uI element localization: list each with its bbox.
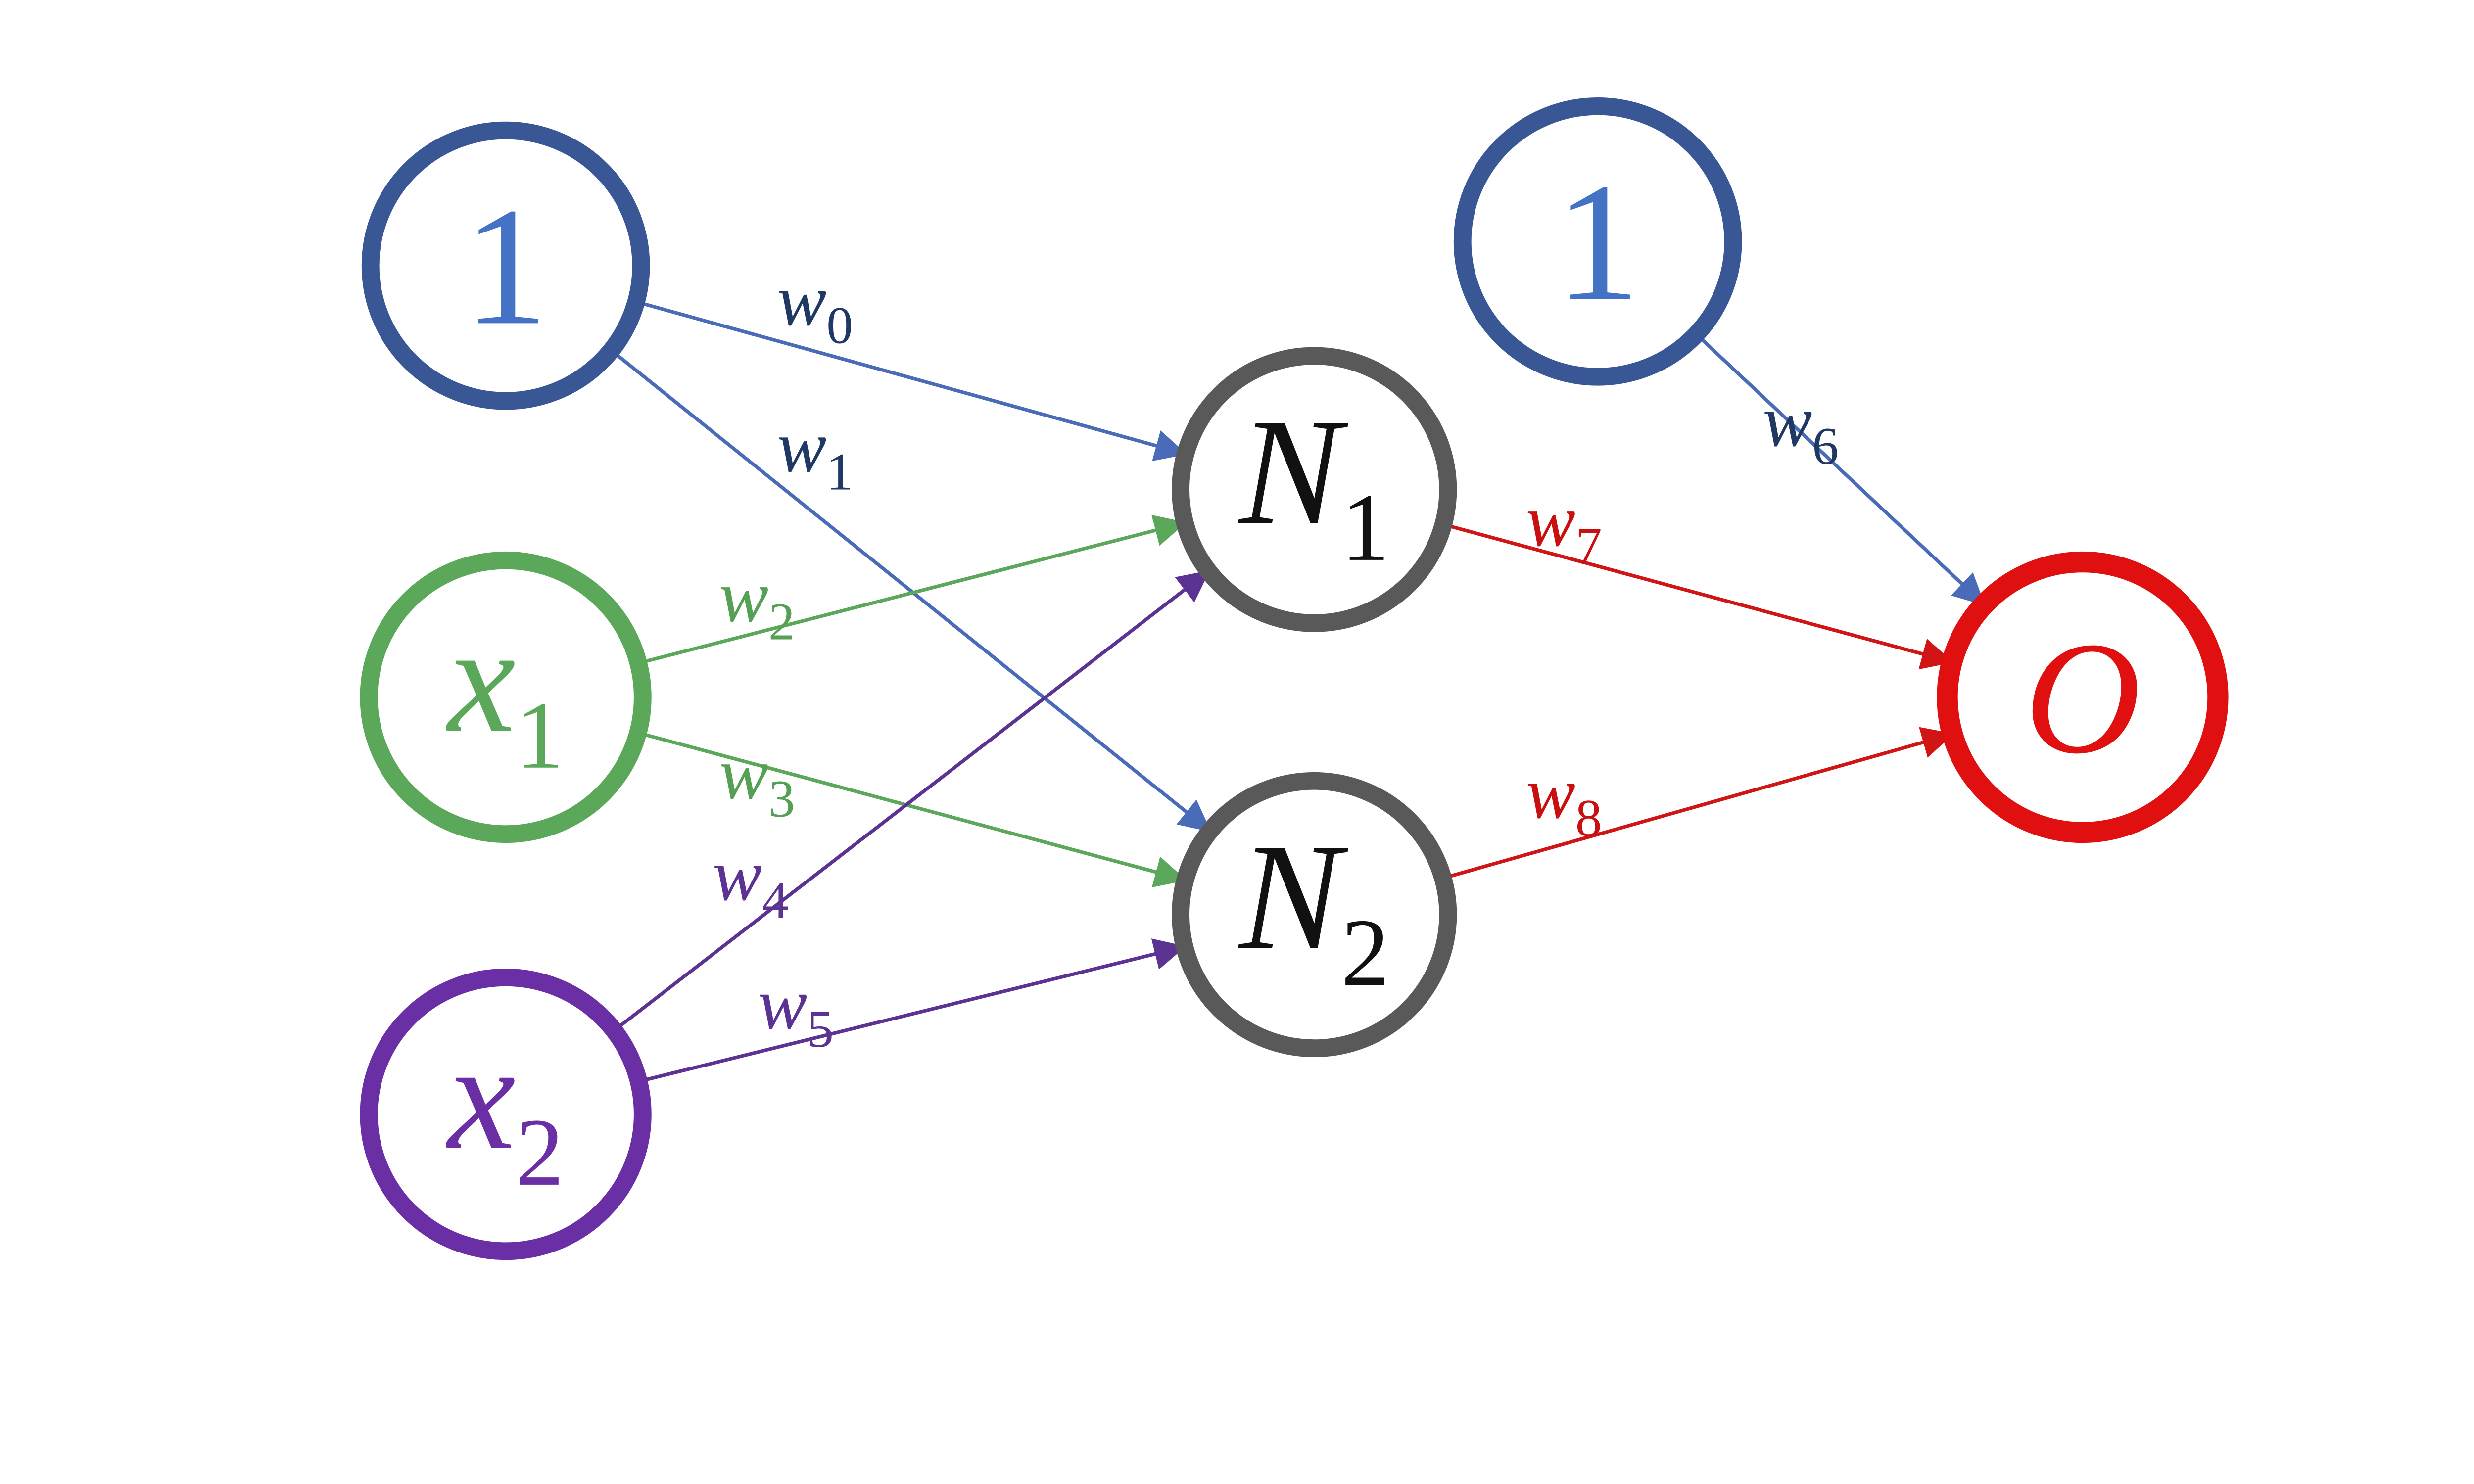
node-n1-circle xyxy=(1172,347,1457,632)
edge-w8-weight-label: w8 xyxy=(1526,752,1602,848)
edge-w6-line xyxy=(1696,334,1986,606)
node-bias-hidden-circle xyxy=(361,121,650,410)
edge-w8-line xyxy=(1444,727,1954,880)
edge-w3-weight-label: w3 xyxy=(719,733,795,829)
edge-w4-weight-label: w4 xyxy=(713,835,789,930)
edge-w0-line xyxy=(637,300,1187,462)
edge-w3-line xyxy=(639,731,1187,888)
node-n2-circle xyxy=(1172,772,1457,1058)
node-x1: x1 xyxy=(360,551,652,843)
node-bias-output: 1 xyxy=(1453,97,1742,386)
node-output-label: O xyxy=(2024,609,2141,787)
edge-w7-line xyxy=(1444,523,1954,670)
node-bias-hidden-label: 1 xyxy=(464,172,548,360)
node-output-circle xyxy=(1937,551,2229,843)
edge-w5-weight-label: w5 xyxy=(758,963,834,1059)
node-bias-hidden: 1 xyxy=(361,121,650,410)
edge-w2-line xyxy=(639,514,1187,665)
edge-w7-weight-label: w7 xyxy=(1526,480,1602,576)
node-x2: x2 xyxy=(360,969,652,1260)
edges-layer xyxy=(611,300,1986,1083)
edge-w0-weight-label: w0 xyxy=(777,260,853,355)
node-output: O xyxy=(1937,551,2229,843)
node-n2: N2 xyxy=(1172,772,1457,1058)
edge-w1-line xyxy=(611,350,1212,832)
node-bias-output-label: 1 xyxy=(1556,148,1640,335)
edge-w2-weight-label: w2 xyxy=(719,556,795,651)
node-x2-circle xyxy=(360,969,652,1260)
node-x2-label: x2 xyxy=(445,1012,564,1206)
edge-w4-line xyxy=(614,570,1210,1031)
node-n1: N1 xyxy=(1172,347,1457,632)
node-bias-output-circle xyxy=(1453,97,1742,386)
edge-w5-line xyxy=(640,938,1187,1083)
node-x1-circle xyxy=(360,551,652,843)
edge-w6-weight-label: w6 xyxy=(1763,380,1839,476)
edge-w1-weight-label: w1 xyxy=(777,406,853,502)
